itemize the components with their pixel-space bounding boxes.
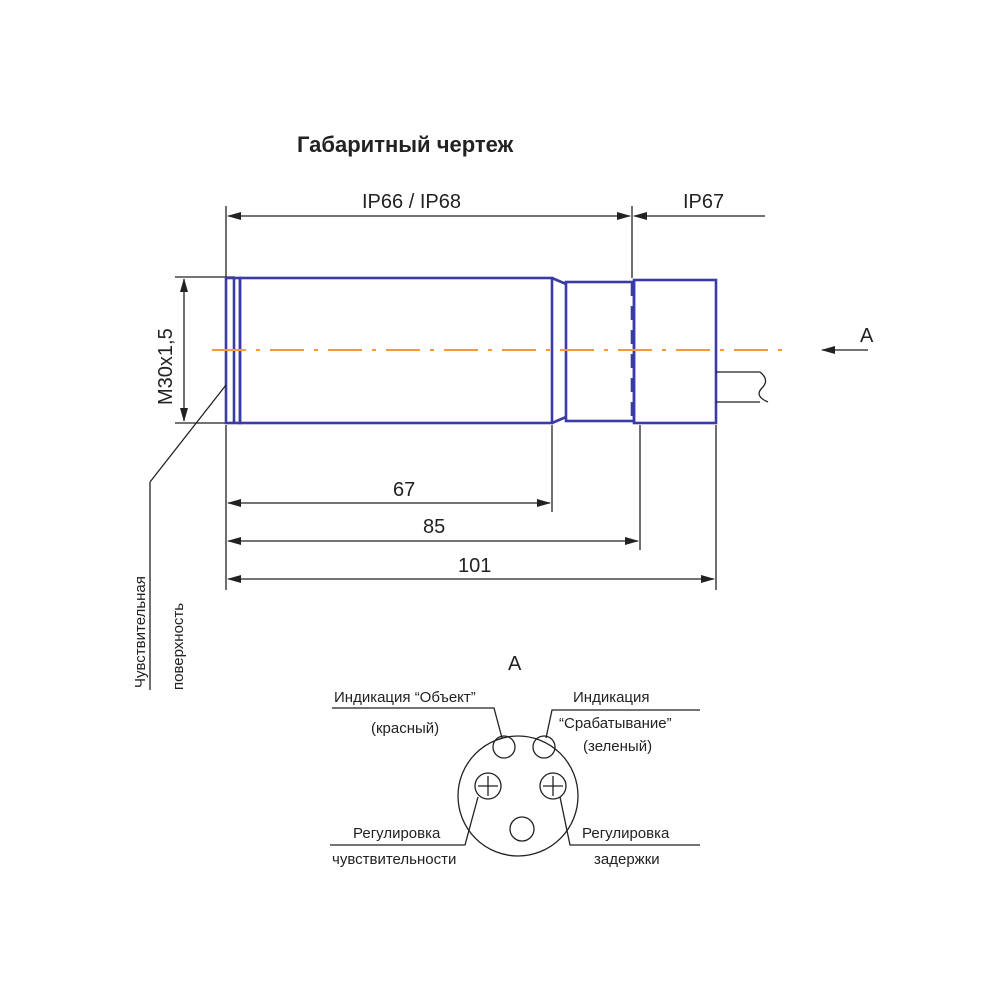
- thread-label: M30x1,5: [155, 328, 177, 405]
- connector-pin: [509, 816, 535, 842]
- trigger-indicator-label-line2: “Срабатывание”: [559, 715, 672, 732]
- protection-left-label: IP66 / IP68: [362, 191, 461, 213]
- rear-view-label: A: [508, 653, 522, 675]
- sensitive-surface-label-line1: Чувствительная: [132, 576, 149, 688]
- rear-view-outline: [457, 735, 579, 857]
- trigger-indicator-label-line1: Индикация: [573, 689, 650, 706]
- length-dimensions: 67 85 101: [225, 425, 717, 590]
- drawing-title: Габаритный чертеж: [297, 132, 514, 157]
- sensitivity-adjust-label-line2: чувствительности: [332, 851, 456, 868]
- trigger-indicator-led: [532, 735, 556, 759]
- delay-adjust-label-line2: задержки: [594, 851, 660, 868]
- sensitivity-adjust-screw: [474, 772, 502, 800]
- view-marker-label: A: [860, 325, 874, 347]
- dimension-85-label: 85: [423, 516, 445, 538]
- dimension-101-label: 101: [458, 555, 491, 577]
- protection-right-label: IP67: [683, 191, 724, 213]
- trigger-indicator-label-line3: (зеленый): [583, 738, 652, 755]
- object-indicator-label-line1: Индикация “Объект”: [334, 689, 476, 706]
- object-indicator-led: [492, 735, 516, 759]
- thread-dimension: M30x1,5: [155, 276, 235, 424]
- rear-view: A Индикация “Объект” (красный) Индикация…: [330, 653, 700, 868]
- delay-adjust-screw: [539, 772, 567, 800]
- cable: [716, 371, 769, 403]
- sensitivity-adjust-label-line1: Регулировка: [353, 825, 441, 842]
- sensitive-surface-label-line2: поверхность: [170, 603, 187, 690]
- object-indicator-label-line2: (красный): [371, 720, 439, 737]
- dimension-67-label: 67: [393, 479, 415, 501]
- view-arrow: A: [821, 325, 874, 354]
- protection-dimension: IP66 / IP68 IP67: [225, 191, 765, 278]
- sensitive-surface-leader: Чувствительная поверхность: [132, 384, 227, 690]
- delay-adjust-label-line1: Регулировка: [582, 825, 670, 842]
